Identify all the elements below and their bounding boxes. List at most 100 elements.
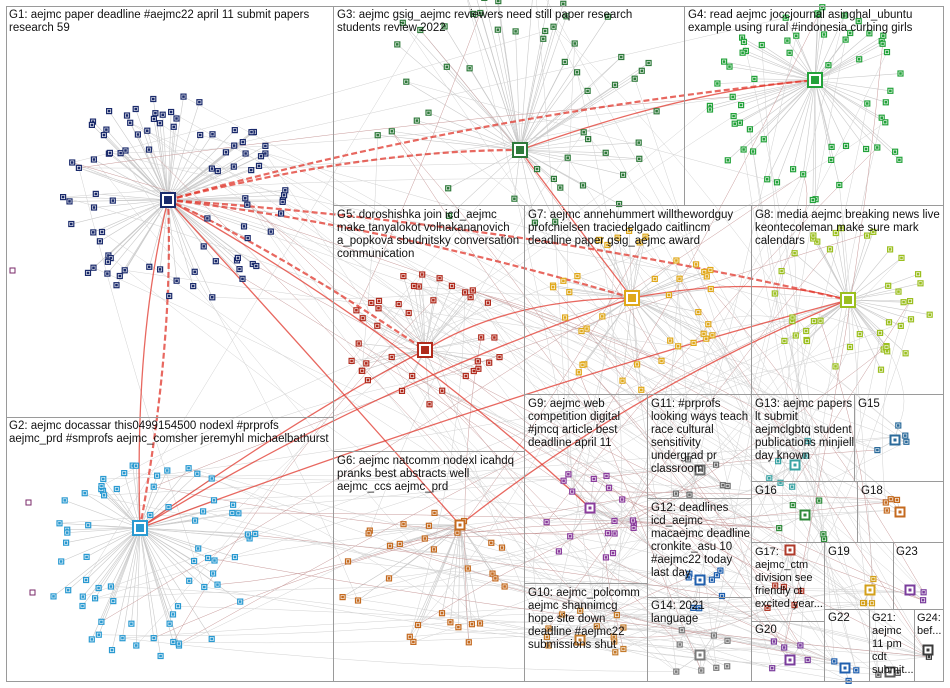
node-fill-g4 [791, 167, 795, 171]
node-fill-g4 [760, 43, 764, 47]
node-fill-g4 [882, 34, 885, 37]
cross-edge [282, 201, 886, 503]
node-fill-g5 [487, 361, 491, 364]
edge-g6 [441, 524, 461, 614]
edge-g1 [167, 199, 213, 298]
hub-node-fill-g17 [788, 548, 792, 552]
node-fill-g3 [390, 130, 394, 133]
node-fill-g8 [916, 272, 920, 276]
edge-g2 [110, 527, 141, 587]
cross-edge [560, 187, 898, 501]
edge-g4 [814, 7, 823, 81]
edge-g1 [167, 199, 257, 267]
node-fill-g5 [360, 369, 364, 373]
node-fill-g2 [122, 471, 126, 475]
cross-edge [634, 78, 802, 592]
node-fill-g7 [709, 268, 712, 272]
node-fill-g2 [211, 572, 215, 575]
edge-g5 [424, 349, 479, 370]
node-fill-g1 [77, 166, 81, 170]
node-fill-g23 [921, 598, 925, 602]
graph-nodes [9, 0, 934, 685]
node-fill-g8 [805, 339, 809, 343]
cross-edge [561, 614, 677, 672]
node-fill-g4 [884, 121, 887, 124]
node-fill-g4 [731, 95, 734, 99]
node-fill-g1 [182, 95, 185, 98]
cross-edge [670, 278, 683, 631]
node-fill-g14 [675, 670, 678, 673]
edge-g8 [847, 299, 888, 352]
edge-g2 [61, 527, 141, 562]
node-fill-g15 [905, 440, 908, 444]
node-fill-g3 [401, 21, 405, 25]
node-fill-g5 [469, 295, 472, 299]
cross-edge [605, 557, 835, 662]
cross-edge [783, 332, 881, 588]
node-fill-g3 [445, 65, 449, 69]
hub-node-fill-g18 [898, 510, 902, 514]
cross-edge [120, 153, 359, 601]
node-fill-g4 [868, 32, 871, 35]
node-fill-g8 [816, 240, 819, 243]
node-fill-g18 [885, 509, 889, 512]
node-fill-g1 [241, 277, 244, 281]
cross-edge [441, 390, 547, 523]
node-fill-g8 [885, 345, 888, 349]
edge-g5 [403, 276, 426, 351]
node-fill-g7 [694, 263, 698, 266]
cross-edge [553, 26, 807, 332]
node-fill-g5 [376, 324, 379, 328]
node-fill-g22 [833, 660, 836, 663]
node-fill-g9 [604, 556, 608, 559]
cross-edge [256, 265, 924, 601]
node-fill-g3 [640, 69, 644, 73]
cross-edge [495, 578, 785, 648]
node-fill-g14 [712, 634, 716, 637]
node-fill-g1 [250, 130, 253, 134]
node-fill-g5 [493, 336, 496, 339]
cross-edge [388, 494, 690, 579]
group-label-g4: G4: read aejmc joccjournal asinghal_ubun… [688, 9, 916, 34]
cross-edge [391, 356, 559, 552]
node-fill-g7 [606, 243, 609, 247]
edge-g1 [167, 199, 271, 232]
cross-edge [613, 607, 768, 641]
node-fill-g8 [865, 234, 869, 237]
cross-edge [412, 375, 780, 529]
edge-g4 [729, 66, 816, 81]
edge-g2 [139, 520, 196, 529]
node-fill-g1 [236, 256, 240, 260]
node-fill-g8 [887, 321, 891, 324]
node-fill-g8 [872, 230, 875, 234]
cross-edge [548, 257, 902, 646]
node-fill-g6 [440, 611, 444, 615]
cross-edge [882, 300, 911, 503]
node-fill-g1 [198, 133, 202, 137]
hub-node-fill-g13 [793, 463, 797, 467]
edge-g1 [108, 110, 169, 201]
edge-g5 [424, 337, 482, 351]
node-fill-g2 [100, 484, 103, 488]
node-fill-g1 [284, 189, 287, 192]
edge-g3 [428, 112, 521, 151]
node-fill-g16 [817, 499, 821, 502]
node-fill-g13 [776, 459, 780, 463]
node-fill-g3 [573, 42, 576, 45]
node-fill-g1 [175, 279, 178, 282]
node-fill-g7 [621, 379, 624, 382]
node-fill-g6 [387, 577, 391, 580]
edge-g2 [139, 527, 218, 585]
cross-edge [93, 159, 481, 624]
cross-edge [417, 494, 690, 626]
cross-edge [568, 335, 796, 475]
node-fill-g4 [822, 33, 826, 36]
node-fill-g20 [772, 640, 776, 643]
node-fill-g1 [232, 144, 236, 147]
node-fill-g1 [102, 133, 106, 137]
cross-edge [533, 522, 549, 629]
node-fill-g1 [257, 164, 261, 168]
node-fill-g5 [498, 355, 501, 359]
node-fill-g6 [398, 542, 402, 546]
